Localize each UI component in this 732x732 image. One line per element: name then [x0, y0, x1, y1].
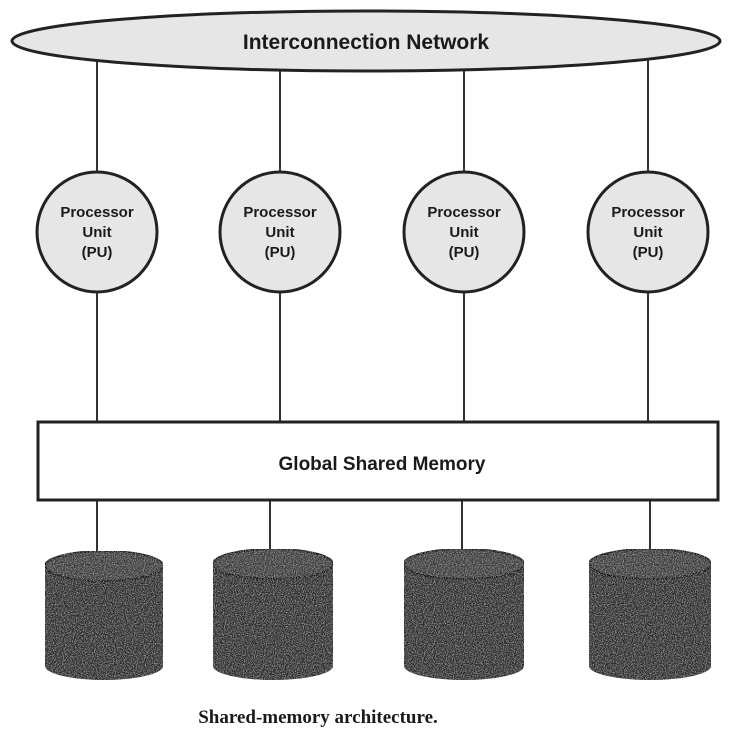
disk-cylinder-icon — [44, 550, 164, 680]
processor-label-line3: (PU) — [633, 244, 664, 261]
processor-unit-3: Processor Unit (PU) — [402, 170, 526, 294]
disk-cylinder-icon — [403, 548, 525, 680]
network-ellipse — [10, 9, 722, 73]
disk-connectors — [96, 500, 651, 552]
processor-label-line3: (PU) — [82, 244, 113, 261]
disk-cylinder-icon — [588, 548, 712, 680]
processor-circle — [402, 170, 526, 294]
processor-label-line3: (PU) — [449, 244, 480, 261]
processor-label-line2: Unit — [449, 224, 478, 241]
disk-1 — [44, 550, 164, 680]
network-connectors — [96, 60, 649, 178]
interconnection-network: Interconnection Network — [10, 9, 722, 73]
processor-circle — [35, 170, 159, 294]
global-shared-memory: Global Shared Memory — [36, 420, 720, 502]
processor-circle — [586, 170, 710, 294]
processor-label-line2: Unit — [265, 224, 294, 241]
network-label: Interconnection Network — [243, 31, 490, 54]
disk-4 — [588, 548, 712, 680]
processor-circle — [218, 170, 342, 294]
memory-label: Global Shared Memory — [279, 454, 486, 475]
processor-unit-2: Processor Unit (PU) — [218, 170, 342, 294]
processor-label-line1: Processor — [427, 204, 501, 221]
processor-unit-4: Processor Unit (PU) — [586, 170, 710, 294]
disk-cylinder-icon — [212, 548, 334, 680]
processor-label-line2: Unit — [633, 224, 662, 241]
memory-box — [36, 420, 720, 502]
processor-label-line3: (PU) — [265, 244, 296, 261]
processor-label-line2: Unit — [82, 224, 111, 241]
disk-3 — [403, 548, 525, 680]
disk-2 — [212, 548, 334, 680]
memory-connectors — [96, 290, 649, 422]
processor-label-line1: Processor — [60, 204, 134, 221]
processor-label-line1: Processor — [611, 204, 685, 221]
figure-caption: Shared-memory architecture. — [198, 707, 438, 728]
processor-label-line1: Processor — [243, 204, 317, 221]
processor-unit-1: Processor Unit (PU) — [35, 170, 159, 294]
